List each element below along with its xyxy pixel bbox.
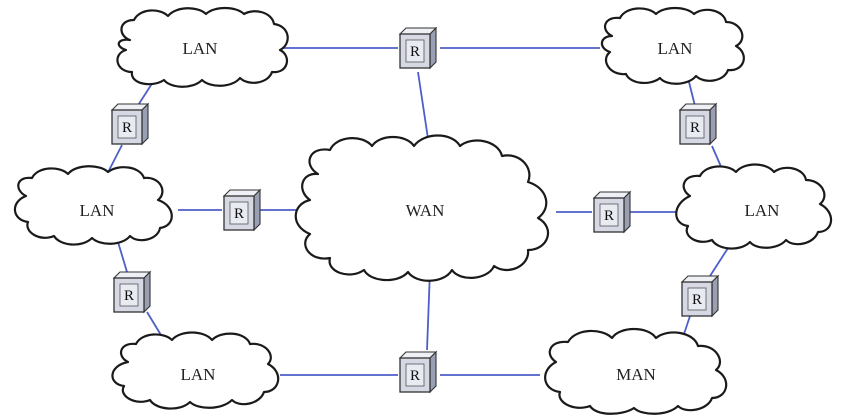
- router-r-bottom: R: [399, 351, 437, 393]
- router-r-right-upper: R: [679, 103, 717, 145]
- link-lan-mid-left-r-left-lower: [117, 241, 128, 273]
- router-r-mid-right: R: [593, 191, 631, 233]
- cloud-label: LAN: [80, 201, 115, 220]
- cloud-lan-mid-right: LAN: [675, 163, 833, 250]
- cloud-lan-mid-left: LAN: [13, 165, 173, 246]
- router-label: R: [124, 288, 134, 304]
- router-r-mid-left: R: [223, 189, 261, 231]
- link-lan-mid-right-r-right-lower: [709, 244, 731, 277]
- links: [102, 47, 731, 376]
- link-r-bottom-wan: [426, 269, 431, 351]
- routers: R R R R R R R R: [111, 27, 719, 393]
- cloud-label: LAN: [183, 39, 218, 58]
- cloud-label: WAN: [406, 201, 445, 220]
- router-label: R: [604, 208, 614, 224]
- cloud-label: MAN: [616, 365, 656, 384]
- router-label: R: [410, 44, 420, 60]
- router-label: R: [410, 368, 420, 384]
- router-label: R: [690, 120, 700, 136]
- router-label: R: [692, 292, 702, 308]
- link-lan-top-right-r-right-upper: [687, 77, 696, 107]
- cloud-label: LAN: [181, 365, 216, 384]
- cloud-lan-top-right: LAN: [600, 6, 745, 85]
- router-r-left-upper: R: [111, 103, 149, 145]
- router-r-right-lower: R: [681, 275, 719, 317]
- router-label: R: [234, 206, 244, 222]
- cloud-label: LAN: [658, 39, 693, 58]
- router-r-left-lower: R: [113, 271, 151, 313]
- cloud-lan-top-left: LAN: [116, 6, 289, 88]
- cloud-label: LAN: [745, 201, 780, 220]
- cloud-wan-center: WAN: [294, 134, 549, 282]
- clouds: LAN LAN LAN WAN LAN LAN MA: [13, 6, 833, 415]
- cloud-lan-bottom-left: LAN: [111, 331, 280, 410]
- router-r-top: R: [399, 27, 437, 69]
- cloud-man-bottom-right: MAN: [544, 327, 728, 415]
- router-label: R: [122, 120, 132, 136]
